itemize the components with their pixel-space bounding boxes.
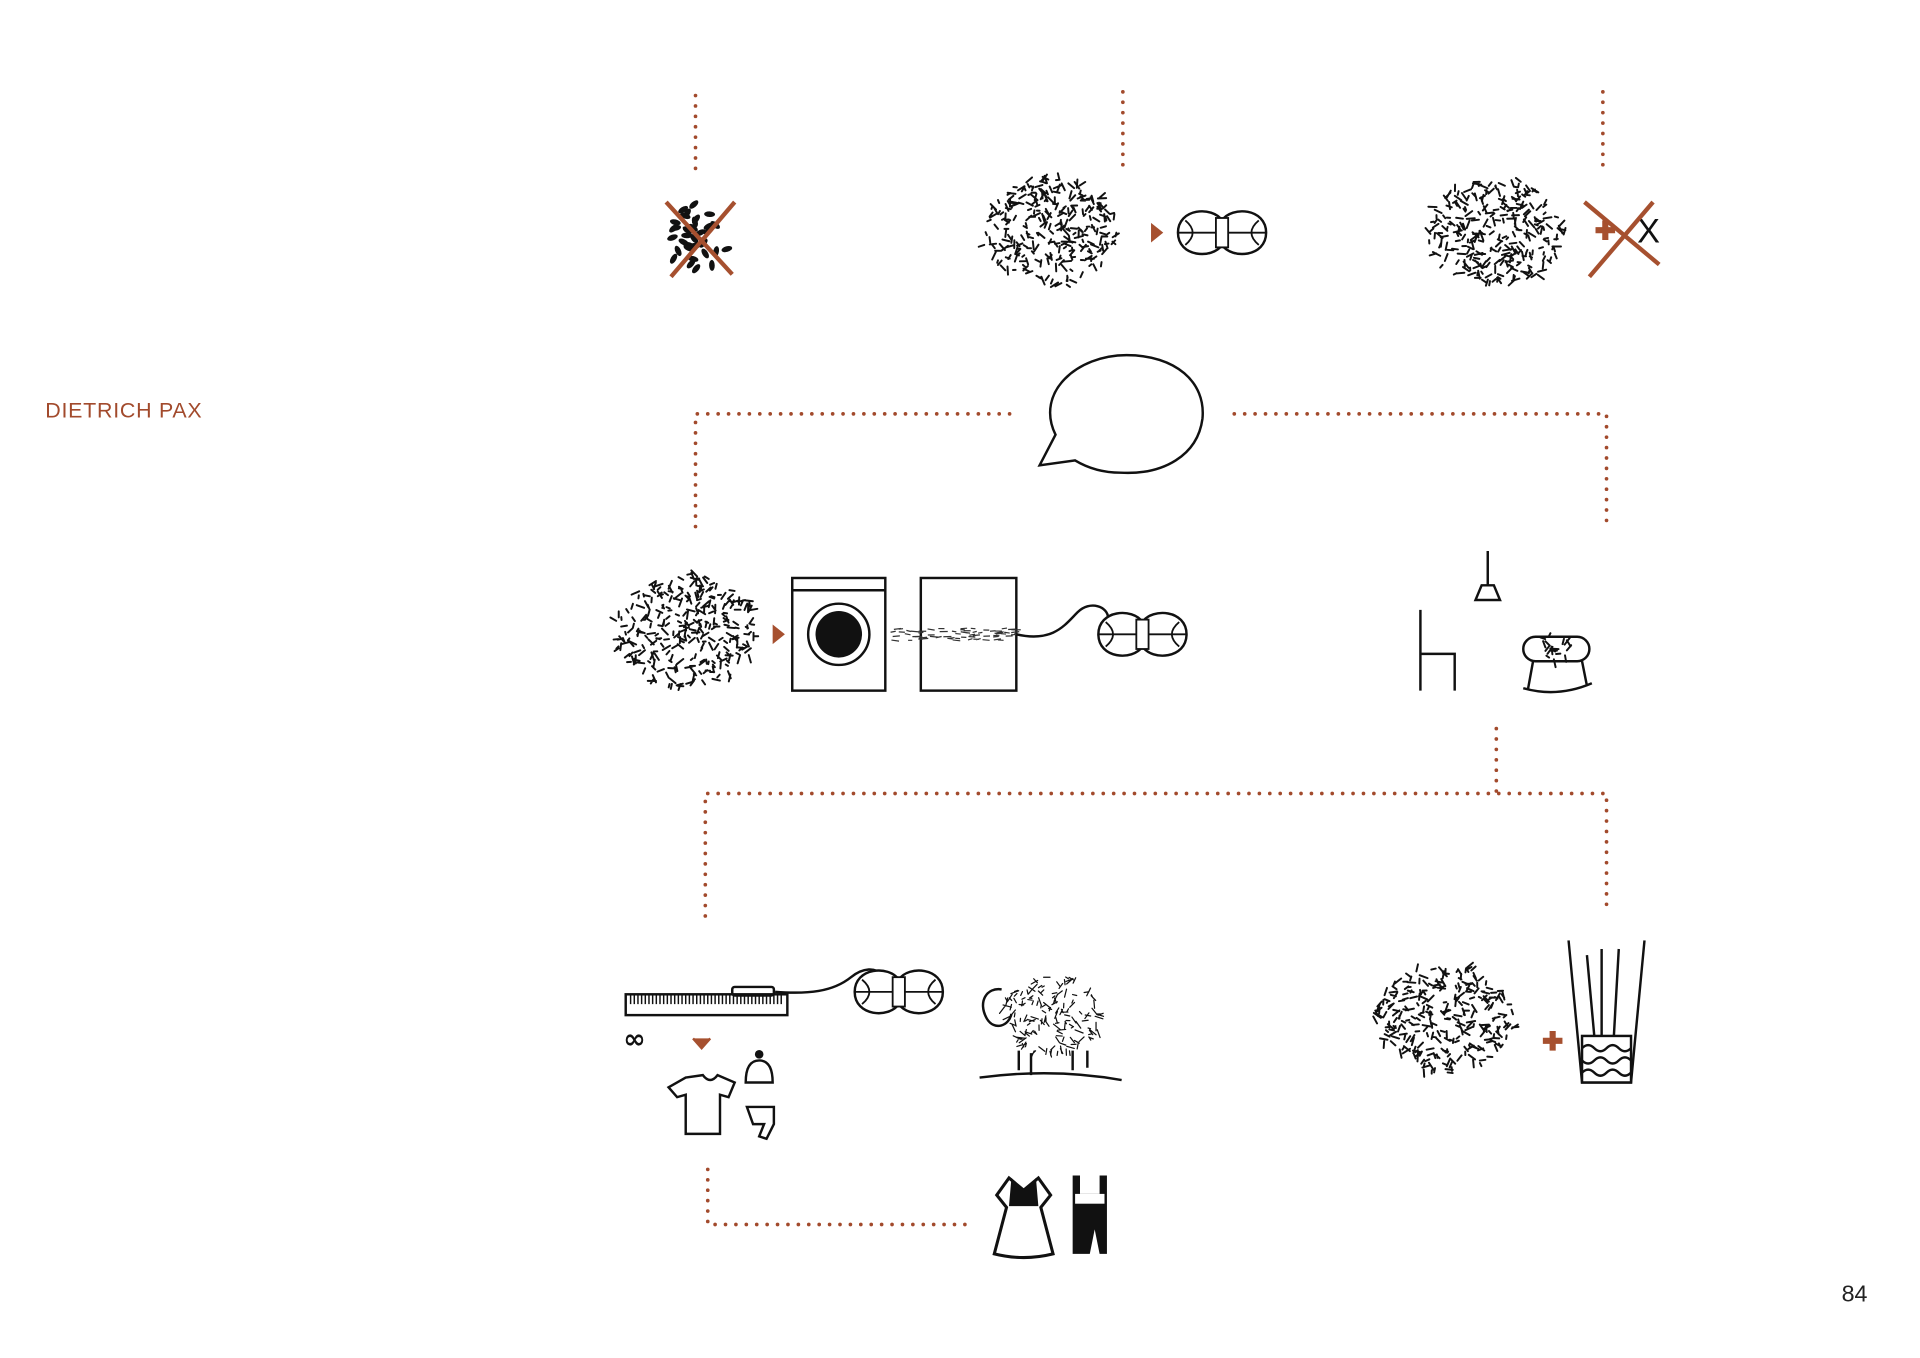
sheep-icon — [979, 976, 1122, 1082]
connector-lines — [693, 90, 1609, 1227]
arrow-icon — [1151, 222, 1164, 243]
svg-text:∞: ∞ — [623, 1024, 645, 1055]
speech-bubble-icon — [1037, 353, 1204, 475]
chair-lamp-cradle-icon — [1419, 551, 1593, 694]
wool-crossed-icon — [664, 200, 737, 279]
wool-plus-x-crossed-icon: X — [1424, 176, 1661, 287]
washing-process-icon — [609, 569, 1188, 692]
wool-to-yarn-icon — [977, 172, 1268, 289]
author-name: DIETRICH PAX — [45, 399, 202, 423]
knitting-machine-icon: ∞ — [623, 968, 945, 1141]
traditional-costume-icon — [992, 1175, 1107, 1260]
x-label: X — [1637, 212, 1660, 250]
wool-plus-basket-icon — [1372, 940, 1646, 1084]
page-number: 84 — [1842, 1281, 1868, 1307]
arrow-icon — [772, 624, 785, 645]
